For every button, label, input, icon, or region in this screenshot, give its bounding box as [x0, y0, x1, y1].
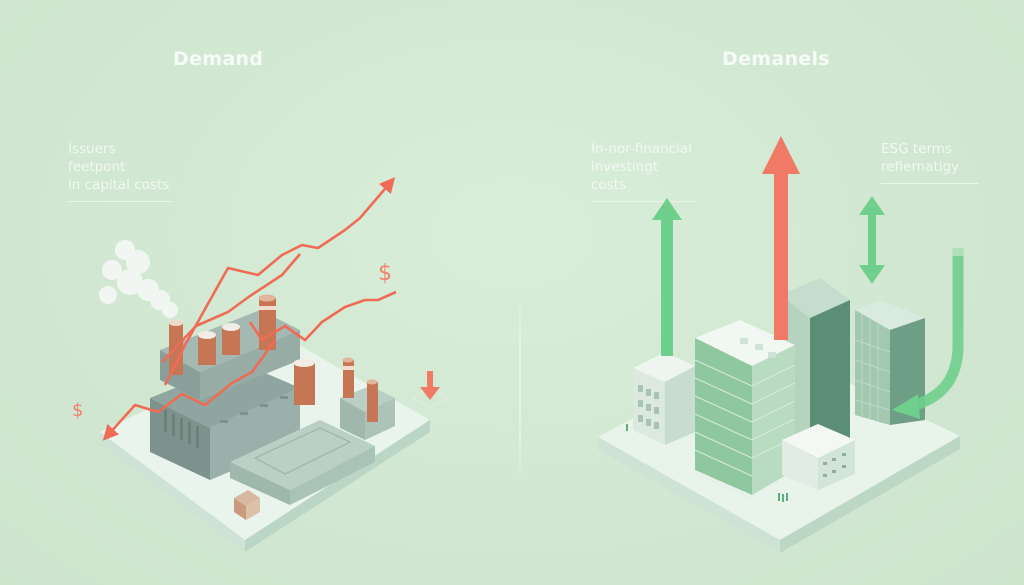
chimney-5: [293, 359, 315, 405]
right-caption-left-underline: [591, 201, 695, 202]
left-caption: Issuers feetpont in capital costs: [68, 140, 172, 202]
down-arrow-icon: [410, 371, 450, 409]
left-panel: Demand Issuers feetpont in capital costs: [68, 48, 264, 202]
factory-illustration: $ $: [72, 177, 450, 552]
left-caption-line2: in capital costs: [68, 177, 170, 193]
right-caption-left: In-nor-financial investingt costs: [591, 140, 695, 202]
small-house: [234, 490, 260, 520]
green-curved-arrow-icon: [892, 236, 964, 419]
cost-trend-lines: [102, 177, 397, 441]
chimney-2: [198, 331, 216, 365]
small-office-front: [782, 424, 855, 490]
left-panel-title: Demand: [173, 48, 264, 70]
dollar-sign-upper: $: [378, 261, 392, 286]
left-caption-underline: [68, 201, 172, 202]
small-office-left: [633, 352, 695, 445]
red-up-arrow-icon: [762, 136, 800, 340]
chimney-4: [258, 294, 276, 350]
chimney-3: [222, 323, 240, 355]
right-caption-left-line2: investingt costs: [591, 159, 659, 193]
office-illustration: [598, 136, 964, 553]
smoke-cloud: [99, 240, 178, 318]
right-caption-left-line1: In-nor-financial: [591, 141, 692, 157]
green-up-arrow-icon: [652, 198, 682, 356]
trend-line-descending: [102, 339, 277, 441]
factory-annex: [230, 420, 375, 505]
right-caption-right-line2: refiernatigy: [881, 159, 960, 175]
trend-line-lower: [248, 290, 397, 342]
left-caption-line1: Issuers feetpont: [68, 141, 126, 175]
dollar-sign-lower: $: [72, 400, 83, 421]
right-caption-right-line1: ESG terms: [881, 141, 952, 157]
green-facade-building: [694, 320, 796, 500]
green-double-arrow-icon: [859, 196, 885, 284]
right-panel: Demanels In-nor-financial investingt cos…: [512, 0, 1024, 585]
right-panel-title: Demanels: [722, 48, 830, 70]
right-caption-right-underline: [881, 183, 978, 184]
right-caption-right: ESG terms refiernatigy: [881, 140, 978, 184]
trend-line-middle: [161, 253, 301, 363]
chimney-7: [366, 379, 378, 422]
chimney-6: [342, 357, 354, 398]
people-figures: [626, 424, 788, 502]
panel-divider: [519, 290, 521, 480]
